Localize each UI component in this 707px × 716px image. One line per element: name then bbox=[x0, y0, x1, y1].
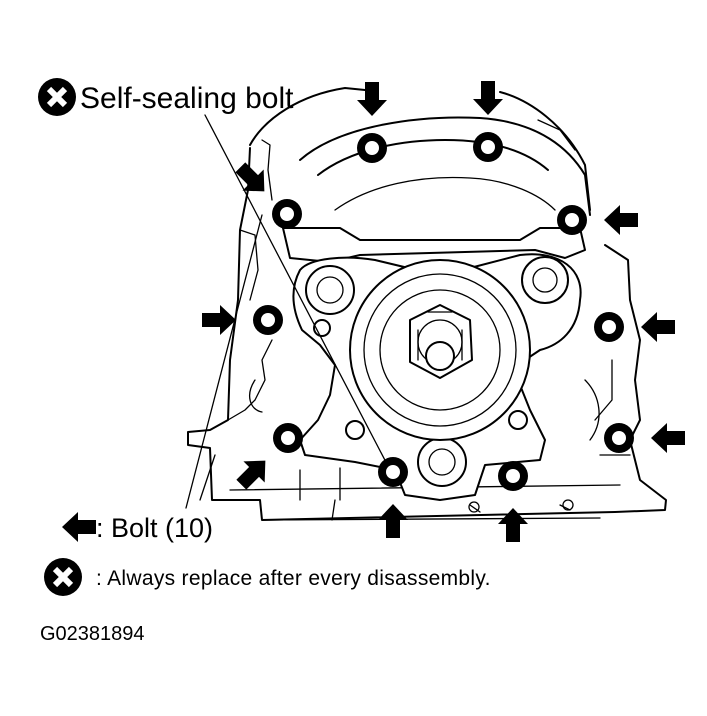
replace-x-icon bbox=[44, 558, 82, 596]
figure-code: G02381894 bbox=[40, 623, 145, 645]
self-sealing-bolt-label: Self-sealing bolt bbox=[80, 82, 294, 115]
bolt-arrow-icon bbox=[641, 312, 675, 342]
self-sealing-callout: Self-sealing bolt bbox=[38, 78, 294, 116]
bolt-8 bbox=[604, 423, 685, 453]
bolt-arrow-icon bbox=[473, 81, 503, 115]
bolt-arrow-icon bbox=[651, 423, 685, 453]
bolt-arrow-icon bbox=[378, 504, 408, 538]
bolt-hole bbox=[506, 469, 520, 483]
legend-bolt-text: : Bolt (10) bbox=[96, 513, 213, 543]
bolt-4 bbox=[557, 205, 638, 235]
bolt-2 bbox=[473, 81, 503, 162]
bolt-arrow-icon bbox=[604, 205, 638, 235]
bolt-hole bbox=[281, 431, 295, 445]
bolt-hole bbox=[386, 465, 400, 479]
bolt-hole bbox=[261, 313, 275, 327]
bolt-hole bbox=[280, 207, 294, 221]
bolt-arrow-icon bbox=[357, 82, 387, 116]
bolt-hole bbox=[481, 140, 495, 154]
bolt-arrow-icon bbox=[62, 512, 96, 542]
bolt-6 bbox=[594, 312, 675, 342]
bolt-7 bbox=[230, 423, 303, 496]
bolt-3 bbox=[229, 156, 302, 229]
bolt-hole bbox=[365, 141, 379, 155]
bolt-hole bbox=[612, 431, 626, 445]
bolt-10 bbox=[498, 461, 528, 542]
bolt-hole bbox=[565, 213, 579, 227]
bolt-1 bbox=[357, 82, 387, 163]
bolt-5 bbox=[202, 305, 283, 335]
bolts-layer bbox=[202, 81, 685, 542]
legend: : Bolt (10) : Always replace after every… bbox=[44, 512, 491, 596]
bolt-hole bbox=[602, 320, 616, 334]
legend-replace-text: : Always replace after every disassembly… bbox=[96, 567, 491, 590]
engine-block-drawing bbox=[187, 87, 667, 521]
bolt-arrow-icon bbox=[202, 305, 236, 335]
self-sealing-leader-lines bbox=[185, 114, 389, 509]
bolt-arrow-icon bbox=[230, 450, 276, 496]
replace-x-icon bbox=[38, 78, 76, 116]
bolt-9 bbox=[378, 457, 408, 538]
